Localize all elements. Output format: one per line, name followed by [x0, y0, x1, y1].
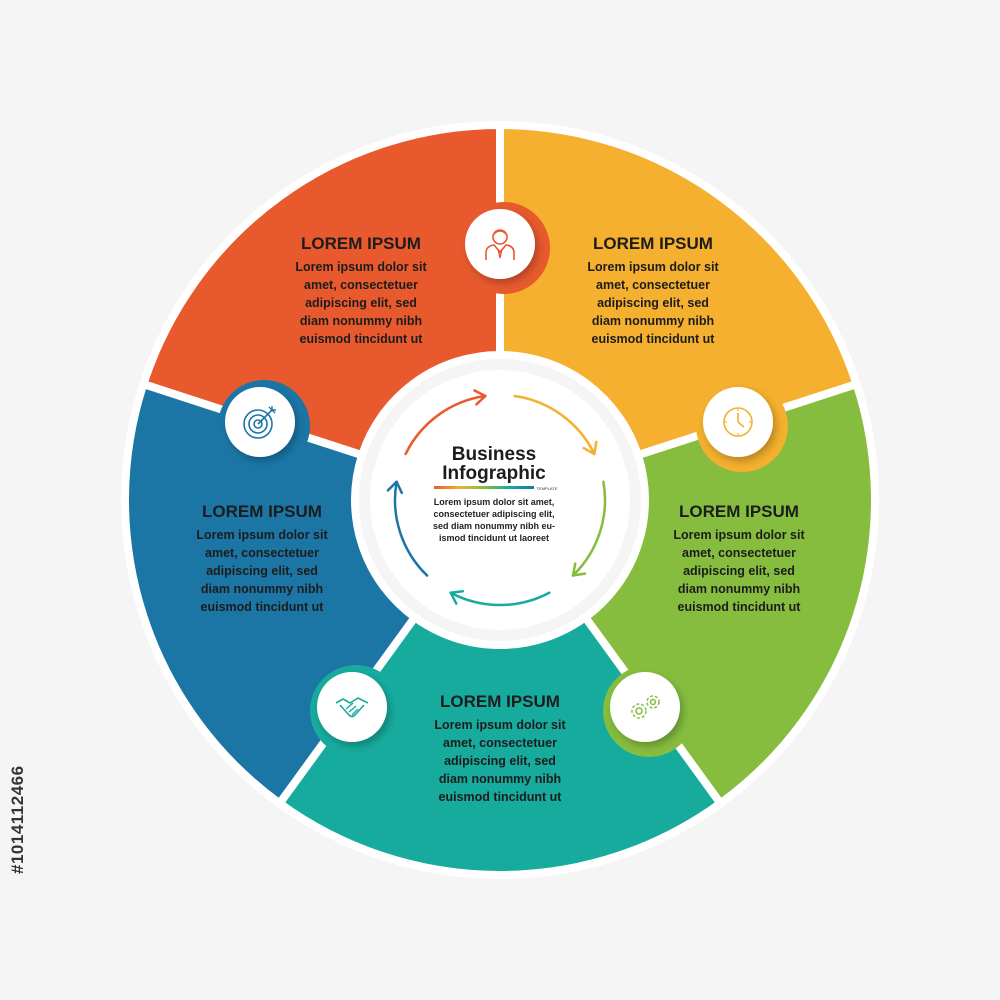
segment-body-line: euismod tincidunt ut — [678, 600, 802, 614]
businessman-icon — [485, 229, 515, 260]
segment-title: LOREM IPSUM — [301, 234, 421, 253]
cycle-arrowhead-3 — [571, 562, 587, 577]
center-title-line2: Infographic — [442, 463, 546, 484]
segment-body-line: euismod tincidunt ut — [300, 332, 424, 346]
badge-disc — [317, 672, 387, 742]
cycle-arrowhead-1 — [473, 389, 487, 406]
segment-2-text: LOREM IPSUM Lorem ipsum dolor sit amet, … — [587, 234, 719, 346]
handshake-icon — [335, 697, 369, 718]
center-body-line3: sed diam nonummy nibh eu- — [433, 521, 555, 531]
segment-texts: LOREM IPSUM Lorem ipsum dolor sit amet, … — [196, 234, 805, 804]
segment-body-line: Lorem ipsum dolor sit — [673, 528, 805, 542]
badge-5 — [218, 380, 310, 472]
segment-body-line: amet, consectetuer — [596, 278, 710, 292]
segment-body-line: euismod tincidunt ut — [439, 790, 563, 804]
cycle-arrow-4 — [449, 591, 551, 607]
cycle-arrows — [386, 389, 607, 607]
center-body-line1: Lorem ipsum dolor sit amet, — [434, 497, 555, 507]
segment-body-line: adipiscing elit, sed — [305, 296, 417, 310]
cycle-arrow-5 — [393, 480, 429, 577]
segment-body-line: adipiscing elit, sed — [597, 296, 709, 310]
ring-segment-1 — [139, 121, 504, 460]
cycle-arrowhead-2 — [582, 440, 598, 456]
gears-icon — [631, 695, 660, 719]
cycle-arrowhead-5 — [386, 480, 404, 495]
segment-body-line: diam nonummy nibh — [300, 314, 422, 328]
segment-body-line: amet, consectetuer — [682, 546, 796, 560]
segment-body-line: amet, consectetuer — [304, 278, 418, 292]
segment-3-text: LOREM IPSUM Lorem ipsum dolor sit amet, … — [673, 502, 805, 614]
segment-body-line: adipiscing elit, sed — [683, 564, 795, 578]
segment-body-line: Lorem ipsum dolor sit — [434, 718, 566, 732]
cycle-arrow-1 — [404, 394, 487, 456]
center-title-line1: Business — [452, 444, 536, 465]
segment-1-text: LOREM IPSUM Lorem ipsum dolor sit amet, … — [295, 234, 427, 346]
segment-4-text: LOREM IPSUM Lorem ipsum dolor sit amet, … — [434, 692, 566, 804]
center-body-line4: ismod tincidunt ut laoreet — [439, 533, 549, 543]
segment-title: LOREM IPSUM — [202, 502, 322, 521]
badge-1 — [458, 202, 550, 294]
badge-disc — [610, 672, 680, 742]
segment-body-line: Lorem ipsum dolor sit — [196, 528, 328, 542]
segment-body-line: Lorem ipsum dolor sit — [587, 260, 719, 274]
stock-id: #1014112466 — [8, 765, 27, 875]
rainbow-rule — [434, 486, 534, 489]
center-hub: Business Infographic TEMPLATE Lorem ipsu… — [370, 370, 630, 630]
segment-body-line: diam nonummy nibh — [592, 314, 714, 328]
segment-title: LOREM IPSUM — [593, 234, 713, 253]
segment-body-line: Lorem ipsum dolor sit — [295, 260, 427, 274]
badge-3 — [603, 665, 695, 757]
ring-segment-2 — [496, 121, 861, 460]
segment-body-line: adipiscing elit, sed — [206, 564, 318, 578]
segment-body-line: amet, consectetuer — [443, 736, 557, 750]
cycle-arrowhead-4 — [449, 589, 465, 605]
center-tag: TEMPLATE — [537, 486, 558, 491]
segment-body-line: euismod tincidunt ut — [201, 600, 325, 614]
segment-title: LOREM IPSUM — [440, 692, 560, 711]
segment-body-line: diam nonummy nibh — [439, 772, 561, 786]
segment-body-line: amet, consectetuer — [205, 546, 319, 560]
target-icon — [243, 406, 276, 439]
center-body-line2: consectetuer adipiscing elit, — [433, 509, 554, 519]
clock-icon — [723, 407, 753, 437]
badge-2 — [696, 380, 788, 472]
cycle-arrow-3 — [571, 480, 607, 577]
segment-title: LOREM IPSUM — [679, 502, 799, 521]
center-circle — [370, 370, 630, 630]
segment-body-line: adipiscing elit, sed — [444, 754, 556, 768]
segment-body-line: diam nonummy nibh — [201, 582, 323, 596]
cycle-arrow-2 — [513, 394, 596, 456]
segment-body-line: euismod tincidunt ut — [592, 332, 716, 346]
segment-5-text: LOREM IPSUM Lorem ipsum dolor sit amet, … — [196, 502, 328, 614]
segment-body-line: diam nonummy nibh — [678, 582, 800, 596]
badge-4 — [310, 665, 402, 757]
segments-layer — [121, 121, 879, 879]
icon-badges — [218, 202, 788, 757]
